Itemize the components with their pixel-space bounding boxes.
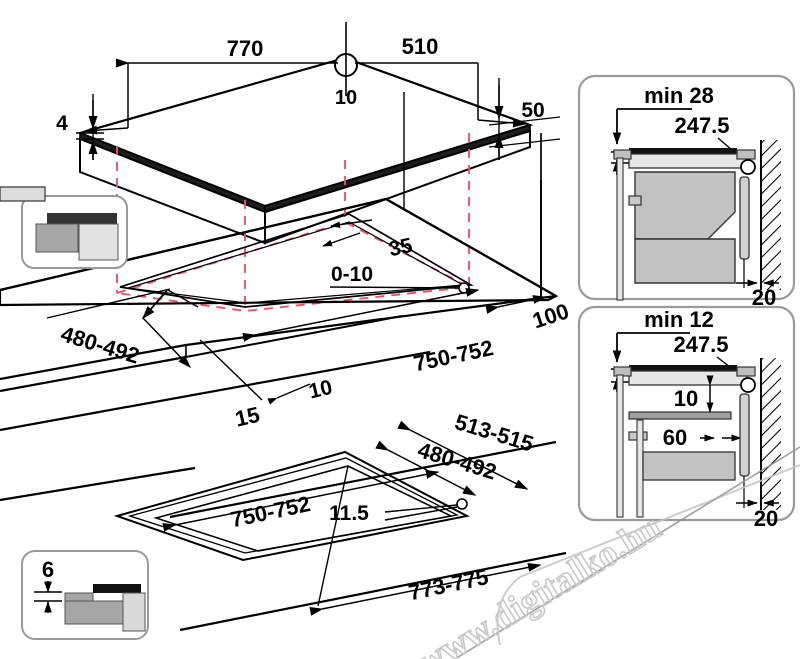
panel-min-12-dim-10-label: 10 [674,386,698,411]
panel-min-12-depth: 247.5 [673,332,728,357]
panel-min-28-back-duct [739,176,750,260]
dim-773-775-label: 773-775 [406,564,490,605]
panel-min-12-shelf [628,411,732,420]
panel-min-12-right-bracket [736,366,756,377]
inset-worktop-body [64,600,124,625]
inset-flush-glass [93,584,141,593]
panel-min-12-back-duct [739,393,750,477]
dim-15: 15 [199,339,263,432]
hidden-cutout-outline [116,220,473,312]
panel-min-12-wall-hatch [761,358,781,510]
panel-min-12-drawer-body [642,451,736,481]
panel-min-28-title: min 28 [644,83,714,108]
panel-min-12-connector-icon [740,377,756,393]
inset-cabinet-left [35,223,79,253]
inset-bottom-left: 6 [21,550,149,640]
panel-min-12-hob-body [628,370,748,386]
dim-50: 50 [488,78,561,160]
dim-510: 510 [355,34,527,128]
worktop-front-lower [0,350,431,432]
panel-min-28-wall-hatch [761,140,781,290]
panel-min-12-dim-60: 60 [663,425,742,450]
panel-min-12-dim-20-label: 20 [754,506,778,531]
dim-770-label: 770 [227,36,264,61]
dim-480-492-frame-label: 480-492 [415,437,500,485]
panel-min-12-dim-10: 10 [674,375,714,413]
panel-min-28: min 28 247.5 [0,74,796,310]
inset-side-panel [122,592,146,632]
panel-min-12-left-rail [616,374,624,518]
panel-min-12-drawer-rail [636,419,644,518]
panel-min-12-dim-60-label: 60 [663,425,687,450]
dim-480-492-frame: 480-492 [375,437,500,496]
panel-min-28-dim-20: 20 [736,279,779,310]
frame-reference-point-icon [456,498,468,510]
panel-min-28-connector-icon [740,159,756,175]
worktop-front-edge-lower [0,355,187,393]
dim-50-label: 50 [521,99,544,122]
inset-hob-glass [47,213,117,224]
panel-min-28-depth: 247.5 [674,113,729,138]
watermark-swoosh [496,464,801,646]
dim-10-knob-label: 10 [335,87,357,109]
panel-min-28-hob-body [628,153,748,169]
view-top-appliance: 770 510 10 4 [56,22,561,297]
panel-min-28-oven-body [634,171,736,240]
hob-right-skirt [264,129,531,245]
hidden-projection-lines [116,133,470,311]
inset-top-left [21,195,128,269]
dim-0-10-label: 0-10 [331,263,373,286]
panel-min-28-oven-lower [634,238,736,284]
panel-min-28-left-rail [616,157,624,301]
inset-cabinet-right [78,223,119,261]
panel-min-28-oven-knob [628,195,642,206]
dim-4: 4 [56,94,104,160]
cutout-outline [119,213,474,308]
watermark-diagonal [454,446,801,659]
dim-4-label: 4 [56,112,68,135]
dim-35: 35 [322,219,415,261]
dim-100-label: 100 [529,298,572,333]
dim-0-10: 0-10 [329,263,470,294]
dim-35-label: 35 [387,234,415,261]
dim-510-label: 510 [402,34,439,59]
panel-min-28-dim-20-label: 20 [752,285,776,310]
view-worktop-cutout: 35 0-10 480-492 750- [0,180,572,432]
panel-min-28-hob-glass [629,148,737,154]
panel-min-12-dim-20: 20 [736,499,779,531]
frame-leader-line [317,465,349,607]
dim-10-front-label: 10 [307,376,335,404]
dim-6-label: 6 [42,557,54,582]
panel-min-12-title: min 12 [644,307,714,332]
dim-10-front: 10 [267,376,335,405]
panel-min-28-oven-panel [0,186,46,202]
panel-min-12-hob-glass [629,365,737,371]
dim-750-752-cutout-label: 750-752 [411,335,495,376]
panel-min-12: min 12 247.5 10 [577,305,796,531]
dim-770: 770 [83,36,338,135]
dim-11-5-label: 11.5 [329,502,369,525]
dim-15-label: 15 [233,402,262,432]
panel-min-28-right-bracket [736,149,756,160]
